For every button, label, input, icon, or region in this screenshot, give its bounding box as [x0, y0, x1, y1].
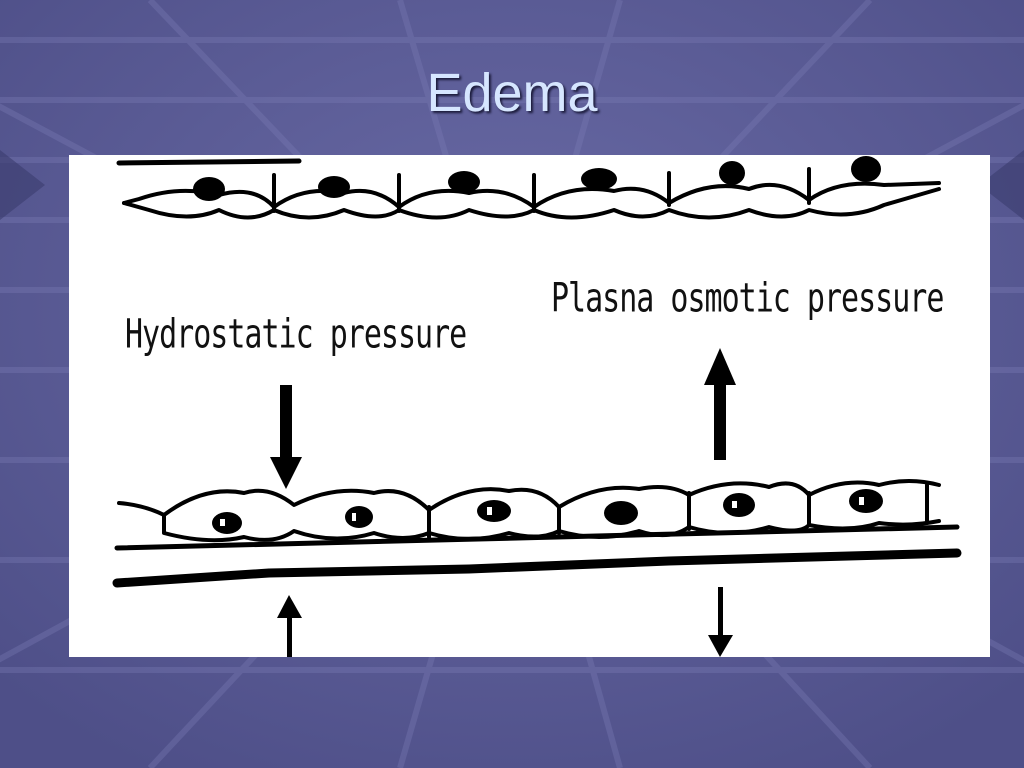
bottom-cell-membrane [117, 479, 941, 517]
top-cell-membrane [122, 181, 941, 209]
bottom-nuclei [212, 489, 883, 534]
interstitial-arrow-up [277, 595, 302, 657]
edema-diagram: Hydrostatic pressure Plasna osmotic pres… [69, 155, 990, 657]
osmotic-arrow-up [704, 348, 736, 460]
capillary-drawing [112, 156, 962, 657]
hydrostatic-pressure-label: Hydrostatic pressure [125, 311, 467, 359]
top-nuclei [193, 156, 881, 201]
basement-membrane-upper [114, 524, 960, 551]
basement-membrane-lower [112, 548, 962, 588]
plasma-osmotic-pressure-label: Plasna osmotic pressure [551, 275, 944, 323]
top-cell-base [122, 187, 941, 220]
hydrostatic-arrow-down [270, 385, 302, 489]
slide-title: Edema [426, 63, 598, 123]
interstitial-arrow-down [708, 587, 733, 657]
